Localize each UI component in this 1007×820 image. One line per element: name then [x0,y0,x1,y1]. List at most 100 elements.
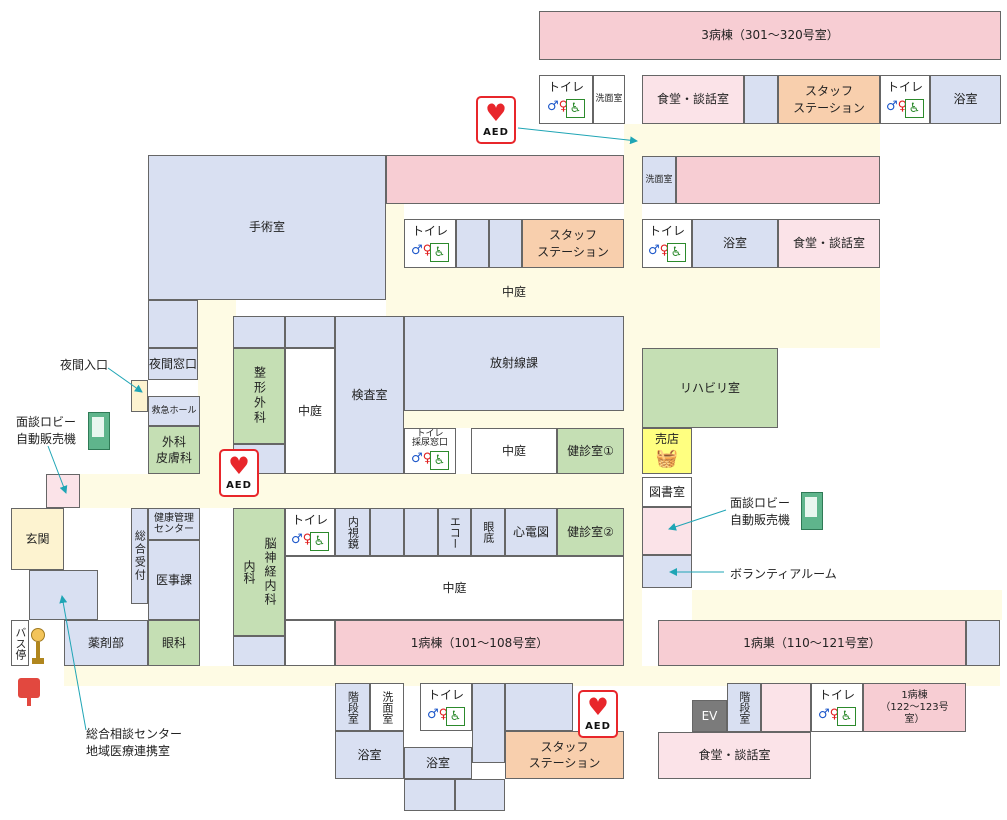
aed-label: AED [585,721,611,732]
neuro-internal-label: 脳神経内科 [263,537,277,607]
toilet-label: トイレ [818,688,855,702]
heart-icon: ♥ [587,693,609,721]
restroom-icon: ♂♀ [886,99,908,115]
orthopedics: 整形外科 [233,348,285,444]
radiology: 放射線課 [404,316,624,411]
courtyard-west: 中庭 [285,348,335,474]
reception-label: 総合受付 [133,530,147,582]
courtyard-north: 中庭 [404,268,624,316]
rehab-label: リハビリ室 [679,380,740,395]
aed-sign-west: ♥AED [219,449,259,497]
bath-label: 浴室 [953,92,978,107]
corridor [64,666,1000,686]
room-blank [404,779,455,811]
restroom-icon: ♂♀ [818,707,840,723]
wheelchair-icon: ♿ [566,99,585,119]
dining-ward2: 食堂・談話室 [778,219,880,268]
wheelchair-icon: ♿ [310,532,329,552]
restroom-icon: ♂♀ [291,532,313,548]
toilet-label: トイレ [427,688,464,702]
corridor [60,474,640,508]
basket-icon: 🧺 [655,447,679,469]
bus-stop-sign-icon [31,628,45,668]
wheelchair-icon: ♿ [446,707,465,727]
corridor [642,124,880,156]
emergency-hall-label: 救急ホール [151,405,197,416]
bath-label: 浴室 [357,747,382,762]
surgery-derm-label: 外科 皮膚科 [155,434,192,465]
checkup-room-2: 健診室② [557,508,624,556]
toilet-ward3-west: トイレ♂♀♿ [539,75,593,124]
consult-center-label: 総合相談センター 地域医療連携室 [86,727,183,758]
surgery-derm: 外科 皮膚科 [148,426,200,474]
bus-stop: バス停 [11,620,29,666]
staff-station-label: スタッフ ステーション [537,228,609,259]
toilet-urine-window: トイレ 採尿窓口♂♀♿ [404,428,456,474]
rehab-room: リハビリ室 [642,348,778,428]
room-blank [233,636,285,666]
elevator: EV [692,700,727,732]
room-blank [285,620,335,666]
medical-affairs-label: 医事課 [155,572,192,587]
courtyard-label: 中庭 [501,443,526,458]
courtyard-center: 中庭 [471,428,557,474]
washroom-label: 洗面室 [595,94,623,105]
wheelchair-icon: ♿ [905,99,924,119]
ev-label: EV [701,708,718,723]
inspection-label: 検査室 [351,387,388,402]
corridor [642,268,880,348]
dining-label: 食堂・談話室 [698,748,771,763]
echo-room: エコー [438,508,471,556]
mailbox-icon [18,678,42,708]
corridor [692,590,1002,620]
wheelchair-icon: ♿ [430,450,449,470]
room-blank [404,508,438,556]
bath-label: 浴室 [425,755,450,770]
bus-stop-label: バス停 [13,626,27,660]
room-blank [966,620,1000,666]
wheelchair-icon: ♿ [667,243,686,263]
restroom-icon: ♂♀ [411,243,433,259]
ward2-block [676,156,880,204]
aed-sign-north: ♥AED [476,96,516,144]
room-blank [505,683,573,731]
ecg-room: 心電図 [505,508,557,556]
checkup-room-1: 健診室① [557,428,624,474]
shop-label: 売店 [654,431,679,446]
dining-ward3: 食堂・談話室 [642,75,744,124]
toilet-label: トイレ [411,224,448,238]
heart-icon: ♥ [485,99,507,127]
room-blank [285,316,335,348]
dining-label: 食堂・談話室 [792,236,865,251]
ward3-label: 3病棟（301〜320号室） [701,28,839,43]
ophthalmology: 眼科 [148,620,200,666]
washroom-label: 洗面室 [380,690,394,724]
room-blank [761,683,811,732]
ward1b-label: 1病巣（110〜121号室） [743,635,881,650]
aed-label: AED [226,480,252,491]
checkup1-label: 健診室① [567,443,614,458]
echo-label: エコー [448,515,462,549]
bath-south-1: 浴室 [335,731,404,779]
corridor [624,124,642,684]
entrance: 玄関 [11,508,64,570]
ward1a-label: 1病棟（101〜108号室） [410,635,549,650]
shop: 売店🧺 [642,428,692,474]
washroom-label: 洗面室 [645,174,673,185]
courtyard-label: 中庭 [297,403,322,418]
toilet-label: トイレ [291,513,328,527]
toilet-label: トイレ [648,224,685,238]
toilet-south-center: トイレ ♂♀♿ [285,508,335,556]
emergency-hall: 救急ホール [148,396,200,426]
ward3-block: 3病棟（301〜320号室） [539,11,1001,60]
toilet-label: トイレ [886,80,923,94]
restroom-icon: ♂♀ [547,99,569,115]
lobby-room-left [46,474,80,508]
fundus-label: 眼底 [481,521,495,543]
ward1-101-108: 1病棟（101〜108号室） [335,620,624,666]
toilet-ward2: トイレ♂♀♿ [642,219,692,268]
stairs-label: 階段室 [346,690,360,724]
vending-machine-icon [88,412,110,450]
room-blank [489,219,522,268]
